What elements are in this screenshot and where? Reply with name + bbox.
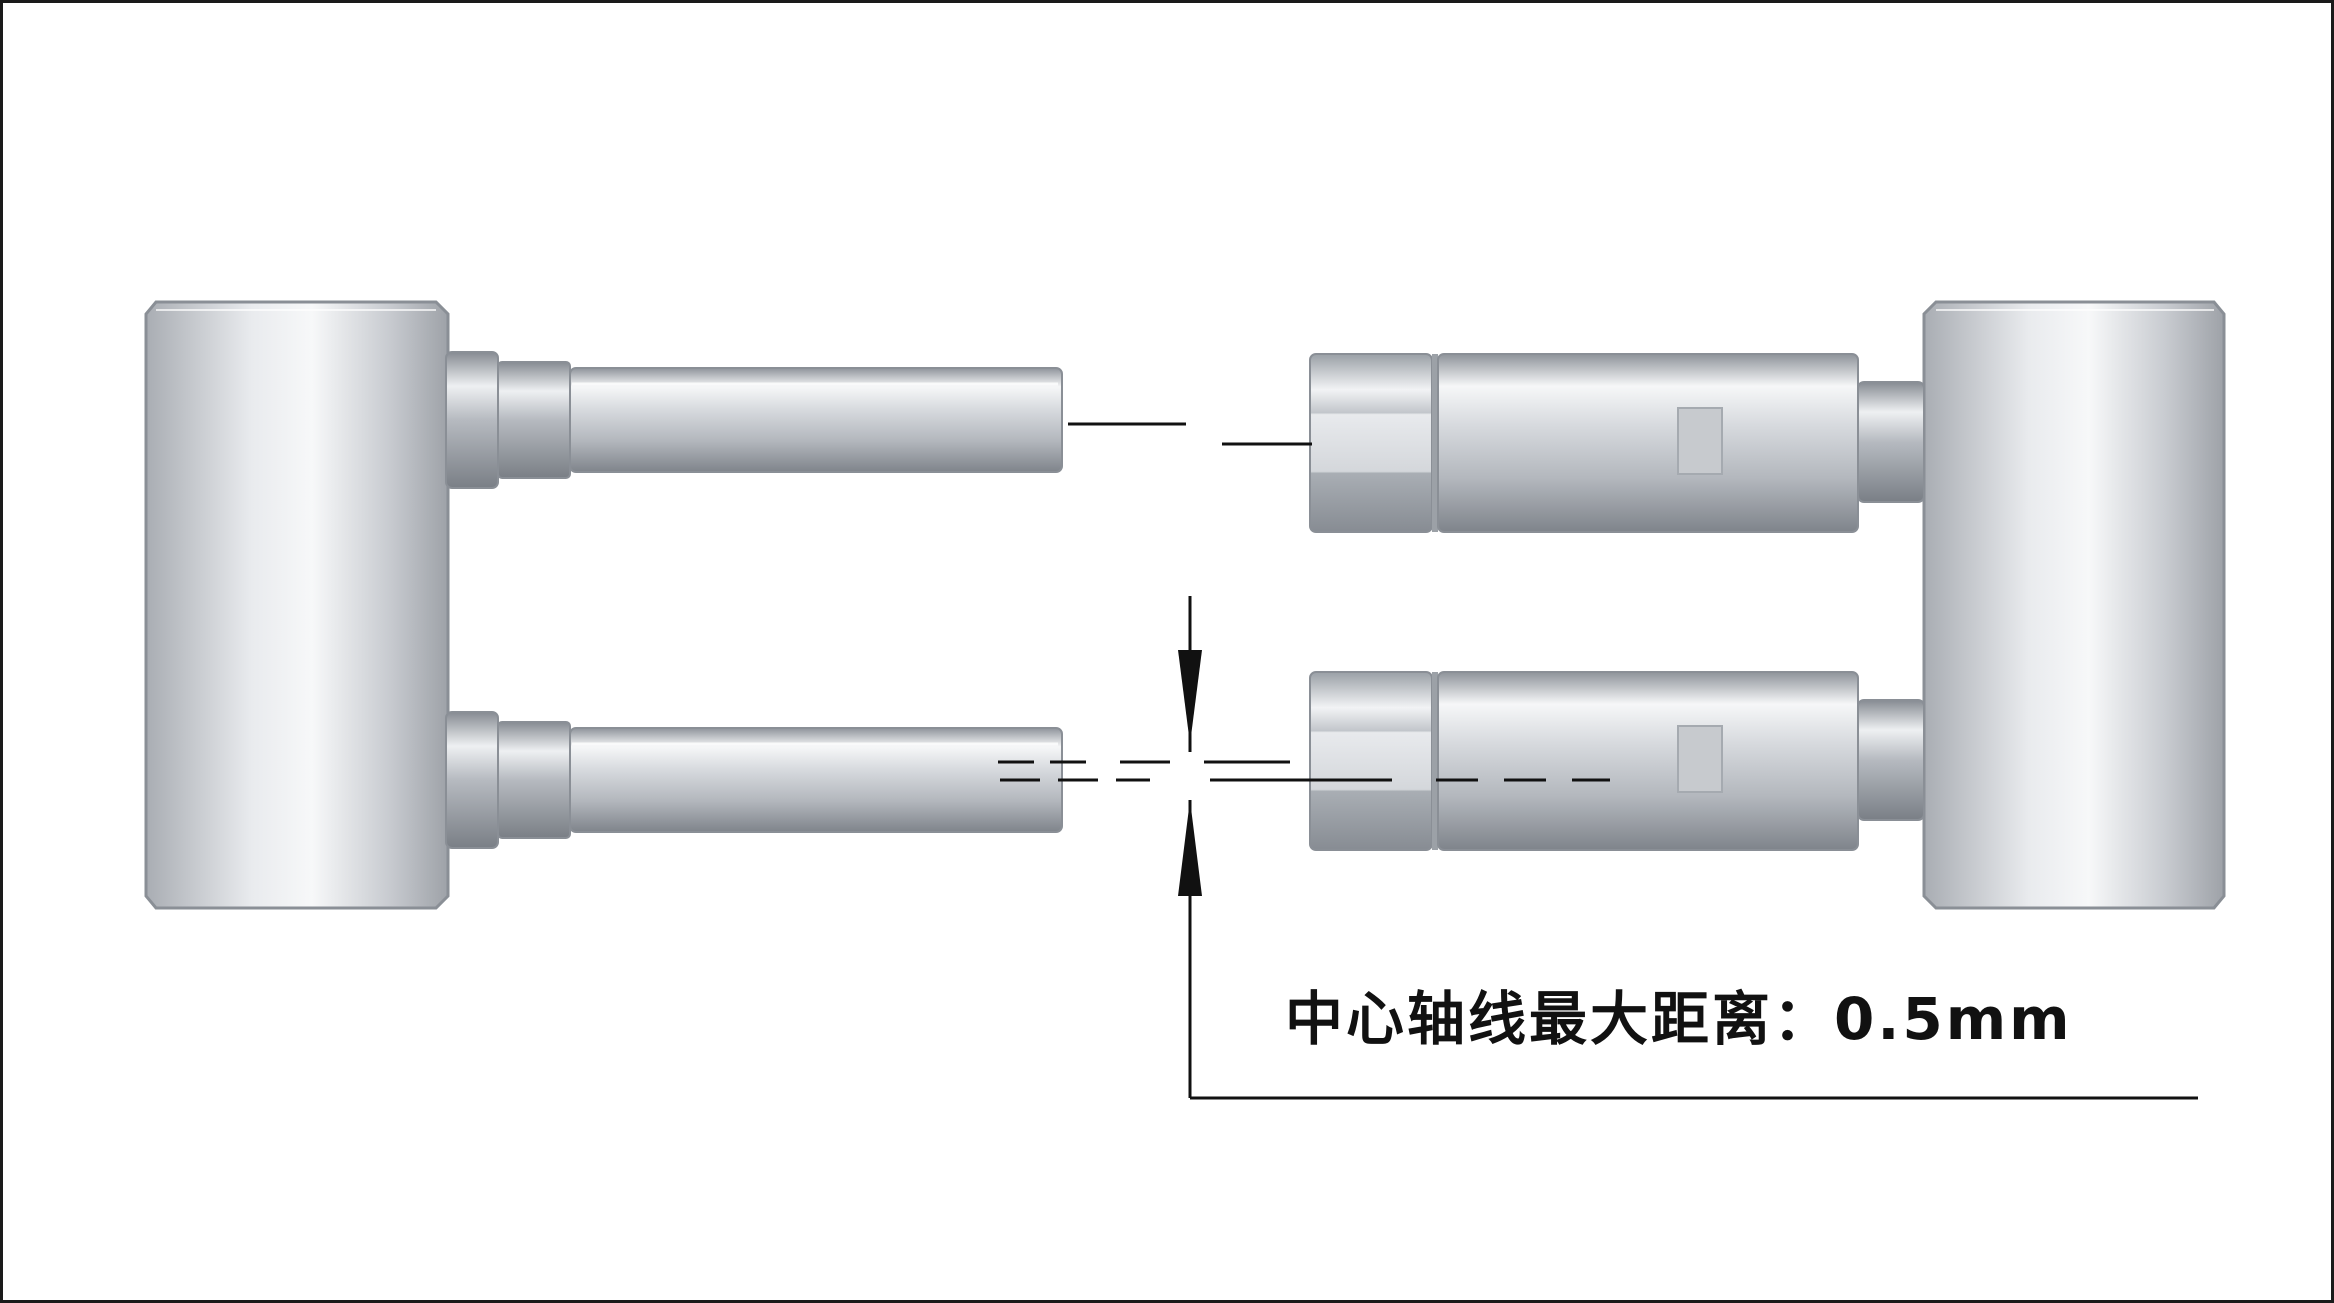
top-axis-line — [1068, 422, 1312, 446]
left-mounting-block — [144, 300, 450, 910]
right-top-socket — [1309, 353, 1925, 533]
left-bottom-rod — [445, 711, 1063, 849]
right-mounting-block — [1922, 300, 2226, 910]
right-bottom-socket — [1309, 671, 1925, 851]
left-top-rod — [445, 351, 1063, 489]
bottom-axis-lines — [998, 760, 1610, 782]
offset-annotation-label: 中心轴线最大距离：0.5mm — [1285, 985, 2073, 1053]
offset-dimension-marker — [1178, 596, 2198, 1100]
